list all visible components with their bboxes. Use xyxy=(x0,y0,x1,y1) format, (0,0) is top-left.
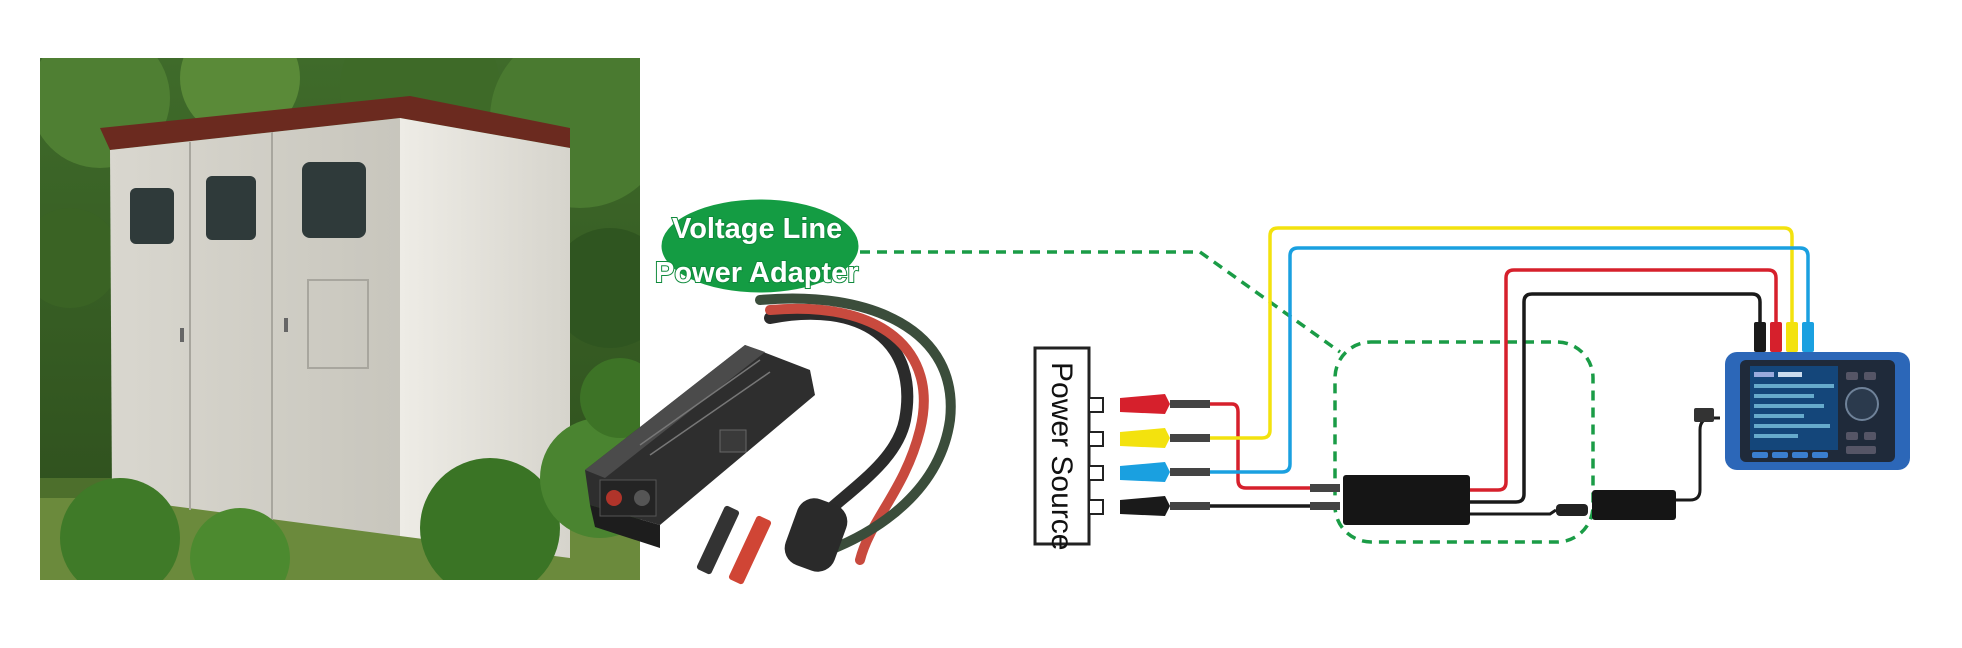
wire-yellow xyxy=(1210,226,1794,440)
power-quality-analyzer-icon xyxy=(1725,352,1910,470)
wire-red-output xyxy=(1470,268,1778,492)
power-source-label: Power Source xyxy=(1045,362,1078,550)
adapter-label-line-2: Power Adapter xyxy=(655,257,859,289)
wire-blue xyxy=(1210,246,1810,474)
alligator-clip-black-icon xyxy=(1120,496,1210,516)
adapter-label-line-1: Voltage Line xyxy=(672,213,842,245)
adapter-block xyxy=(1343,475,1470,525)
adapter-highlight-box xyxy=(1333,340,1595,544)
ac-adapter-block xyxy=(1592,490,1676,520)
wire-black-output xyxy=(1470,292,1762,504)
power-source-box: Power Source xyxy=(1033,346,1104,550)
voltage-line-power-adapter-label: Voltage Line Power Adapter xyxy=(654,196,862,296)
wire-red-input xyxy=(1210,402,1310,490)
voltage-line-power-adapter-device-icon xyxy=(585,293,956,585)
alligator-clip-red-icon xyxy=(1120,394,1210,414)
alligator-clip-blue-icon xyxy=(1120,462,1210,482)
alligator-clip-yellow-icon xyxy=(1120,428,1210,448)
adapter-pointer-line xyxy=(860,250,1342,354)
ac-adapter-cable xyxy=(1470,508,1557,516)
